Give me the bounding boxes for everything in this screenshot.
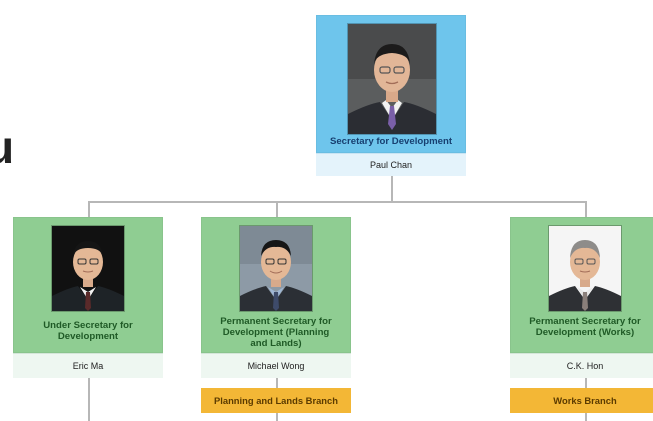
ps-planning-lands-card: Permanent Secretary for Development (Pla… [201, 217, 351, 378]
connector-drop-left [88, 201, 90, 217]
left-text-fragment: u [0, 121, 15, 173]
under-secretary-name: Eric Ma [13, 353, 163, 378]
secretary-name: Paul Chan [316, 153, 466, 176]
connector-vertical-top [391, 174, 393, 202]
portrait-photo-michael-wong [239, 225, 313, 312]
secretary-title: Secretary for Development [329, 136, 453, 147]
ps-planning-lands-title: Permanent Secretary for Development (Pla… [220, 316, 332, 349]
portrait-photo-paul-chan [347, 23, 437, 135]
connector-down-right-2 [585, 413, 587, 421]
works-branch-label: Works Branch [510, 388, 653, 413]
connector-down-left [88, 376, 90, 421]
ps-works-name: C.K. Hon [510, 353, 653, 378]
connector-drop-middle [276, 201, 278, 217]
connector-down-middle [276, 376, 278, 388]
ps-works-card: Permanent Secretary for Development (Wor… [510, 217, 653, 378]
secretary-card: Secretary for Development Paul Chan [316, 15, 466, 176]
ps-works-title: Permanent Secretary for Development (Wor… [529, 316, 641, 338]
planning-lands-branch-label: Planning and Lands Branch [201, 388, 351, 413]
ps-planning-lands-name: Michael Wong [201, 353, 351, 378]
connector-down-middle-2 [276, 413, 278, 421]
portrait-photo-ck-hon [548, 225, 622, 312]
portrait-photo-eric-ma [51, 225, 125, 312]
under-secretary-title: Under Secretary for Development [43, 320, 133, 342]
connector-drop-right [585, 201, 587, 217]
connector-horizontal [88, 201, 587, 203]
connector-down-right [585, 376, 587, 388]
under-secretary-card: Under Secretary for Development Eric Ma [13, 217, 163, 378]
